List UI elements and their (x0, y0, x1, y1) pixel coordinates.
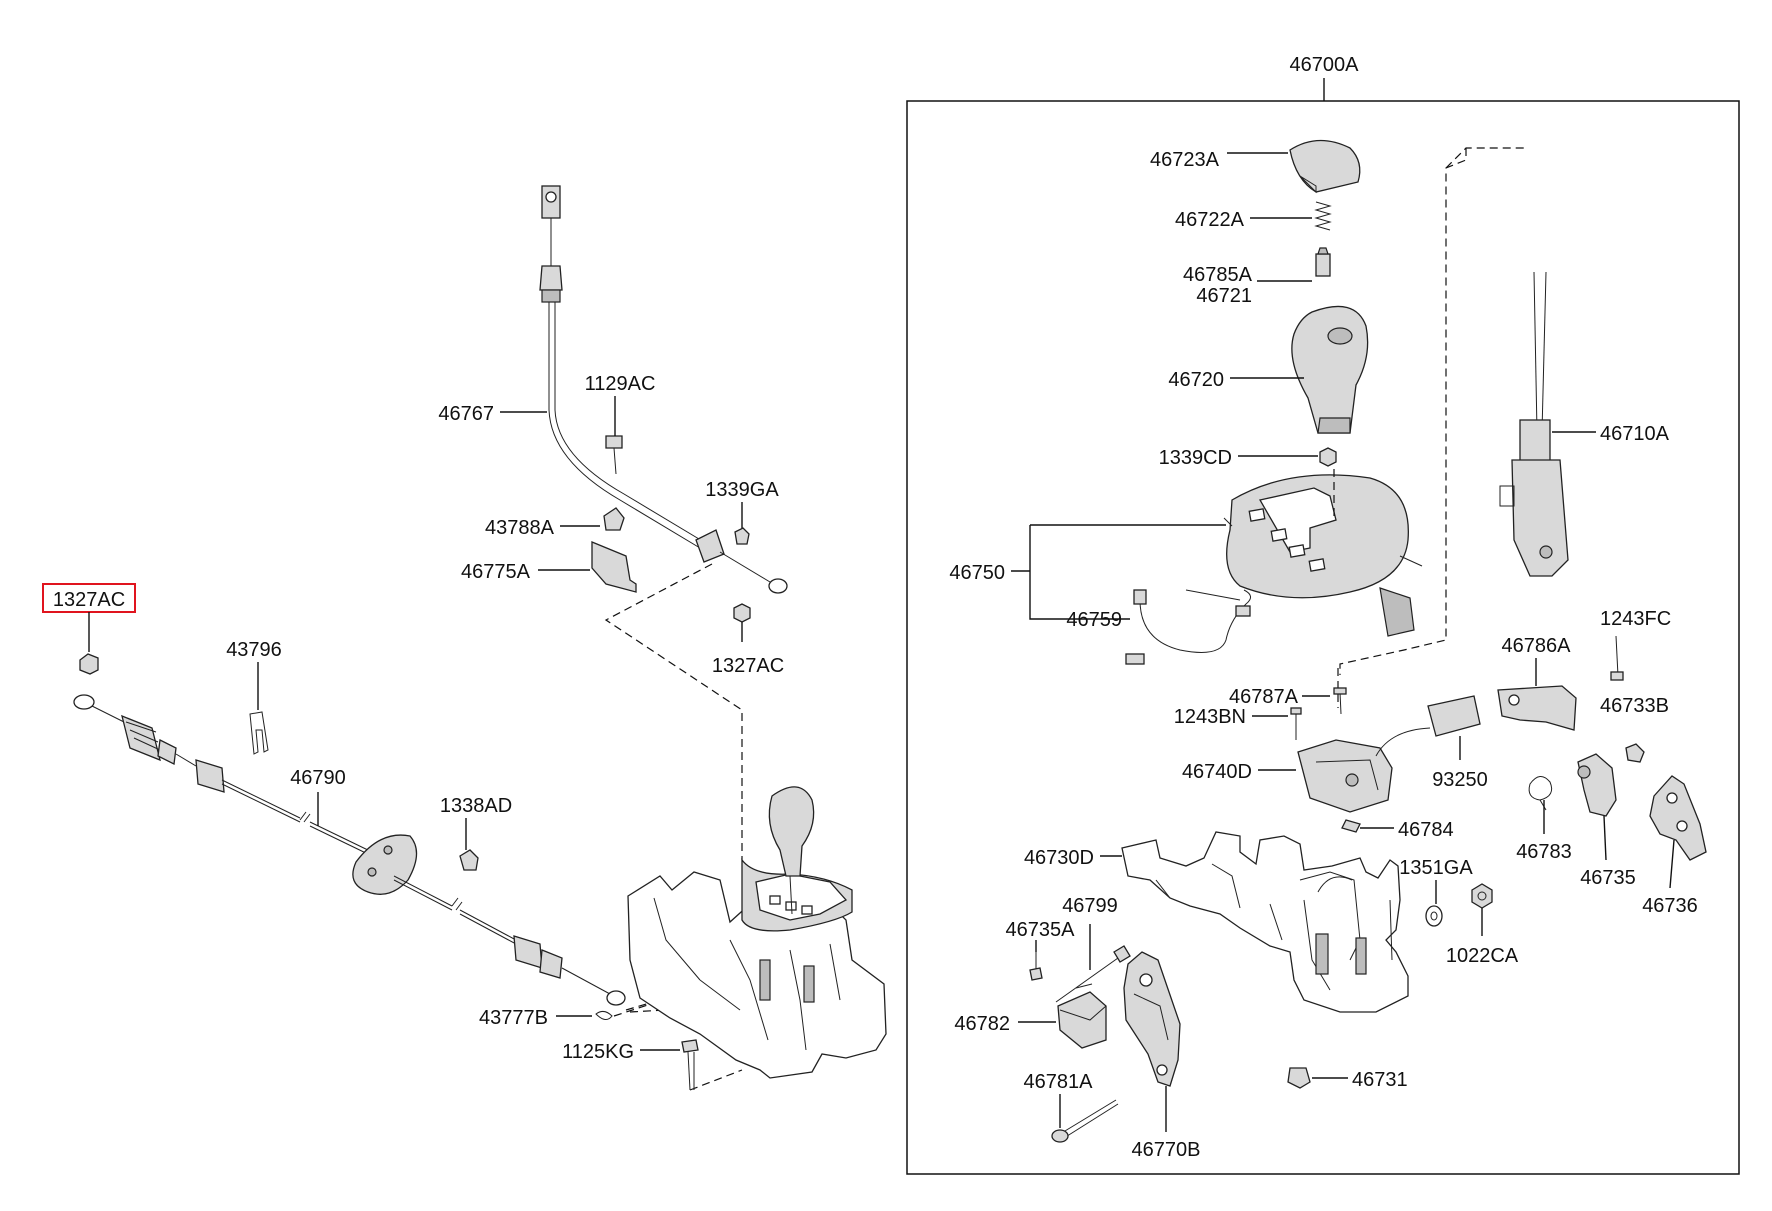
label-1022CA[interactable]: 1022CA (1446, 945, 1519, 967)
nut-1338AD-part[interactable] (459, 849, 479, 871)
label-46775A[interactable]: 46775A (461, 561, 531, 583)
label-46787A[interactable]: 46787A (1229, 686, 1299, 708)
label-43796[interactable]: 43796 (226, 639, 282, 661)
label-46783[interactable]: 46783 (1516, 841, 1572, 863)
label-46759[interactable]: 46759 (1066, 609, 1122, 631)
shift-knob-part[interactable] (1291, 305, 1369, 434)
bolt-46781A-part[interactable] (1051, 1099, 1119, 1143)
screw-46787A-part[interactable] (1333, 687, 1347, 715)
cam-lever-part[interactable] (1577, 753, 1617, 817)
label-46784[interactable]: 46784 (1398, 819, 1454, 841)
upper-cable-part[interactable] (539, 185, 788, 594)
bolt-1125KG-part[interactable] (681, 1039, 699, 1091)
bolt-1129AC-part[interactable] (605, 435, 623, 475)
nut-1339CD-part[interactable] (1319, 447, 1337, 467)
spring-part[interactable] (1314, 201, 1332, 231)
block-46782-part[interactable] (1057, 991, 1107, 1049)
screw-46733B-part[interactable] (1625, 743, 1645, 763)
cap-46731-part[interactable] (1287, 1067, 1311, 1089)
clip-43788A-part[interactable] (603, 507, 625, 531)
label-46767[interactable]: 46767 (438, 403, 494, 425)
clip-43777B-part[interactable] (595, 1010, 613, 1020)
push-rod-part[interactable] (1315, 247, 1331, 277)
bracket-46786A-part[interactable] (1497, 685, 1577, 731)
lock-lever-part[interactable] (1123, 951, 1181, 1087)
label-46722A[interactable]: 46722A (1175, 209, 1245, 231)
label-46799[interactable]: 46799 (1062, 895, 1118, 917)
washer-1351GA-part[interactable] (1425, 905, 1443, 927)
label-46770B[interactable]: 46770B (1132, 1139, 1201, 1161)
label-46735A[interactable]: 46735A (1006, 919, 1076, 941)
label-46723A[interactable]: 46723A (1150, 149, 1220, 171)
nut-1327AC-upper-part[interactable] (733, 603, 751, 623)
label-46736[interactable]: 46736 (1642, 895, 1698, 917)
label-46731[interactable]: 46731 (1352, 1069, 1408, 1091)
label-46782[interactable]: 46782 (954, 1013, 1010, 1035)
nut-1339GA-part[interactable] (734, 527, 750, 545)
assembly-frame (906, 100, 1740, 1175)
label-43777B[interactable]: 43777B (479, 1007, 548, 1029)
screw-1243FC-part[interactable] (1610, 635, 1624, 681)
label-93250[interactable]: 93250 (1432, 769, 1488, 791)
detent-plate-part[interactable] (1649, 775, 1707, 861)
label-1327AC-upper[interactable]: 1327AC (712, 655, 784, 677)
label-1338AD[interactable]: 1338AD (440, 795, 512, 817)
nut-1327AC-highlighted-part[interactable] (79, 653, 99, 675)
assembled-shifter-part[interactable] (627, 786, 887, 1079)
nut-1022CA-part[interactable] (1471, 883, 1493, 909)
label-46740D[interactable]: 46740D (1182, 761, 1252, 783)
label-1129AC[interactable]: 1129AC (585, 373, 656, 395)
switch-46799-part[interactable] (1055, 945, 1131, 1003)
label-46720[interactable]: 46720 (1168, 369, 1224, 391)
pin-46784-part[interactable] (1341, 819, 1361, 833)
label-46700A[interactable]: 46700A (1290, 54, 1360, 76)
indicator-housing-part[interactable] (1223, 474, 1423, 637)
label-46750[interactable]: 46750 (949, 562, 1005, 584)
label-1351GA[interactable]: 1351GA (1399, 857, 1473, 879)
label-1339CD[interactable]: 1339CD (1159, 447, 1232, 469)
selector-lever-part[interactable] (1499, 271, 1569, 577)
shift-cable-part[interactable] (73, 694, 626, 1006)
label-46735[interactable]: 46735 (1580, 867, 1636, 889)
screw-46735A-part[interactable] (1029, 952, 1043, 981)
label-46733B[interactable]: 46733B (1600, 695, 1669, 717)
label-1125KG[interactable]: 1125KG (562, 1041, 634, 1063)
label-46790[interactable]: 46790 (290, 767, 346, 789)
label-1327AC-highlighted[interactable]: 1327AC (53, 589, 125, 611)
label-1243FC[interactable]: 1243FC (1600, 608, 1671, 630)
label-46785A[interactable]: 46785A (1183, 264, 1253, 286)
label-1339GA[interactable]: 1339GA (705, 479, 779, 501)
label-46721[interactable]: 46721 (1196, 285, 1252, 307)
label-46781A[interactable]: 46781A (1024, 1071, 1094, 1093)
wiring-harness-part[interactable] (1125, 589, 1251, 665)
screw-1243BN-part[interactable] (1290, 707, 1302, 740)
label-46710A[interactable]: 46710A (1600, 423, 1670, 445)
inhibitor-switch-part[interactable] (1297, 695, 1481, 813)
label-46786A[interactable]: 46786A (1502, 635, 1572, 657)
label-1243BN[interactable]: 1243BN (1174, 706, 1246, 728)
torsion-spring-part[interactable] (1528, 776, 1553, 811)
label-46730D[interactable]: 46730D (1024, 847, 1094, 869)
bracket-46775A-part[interactable] (591, 541, 637, 593)
shifter-base-part[interactable] (1121, 831, 1409, 1013)
label-43788A[interactable]: 43788A (485, 517, 555, 539)
clip-43796-part[interactable] (249, 711, 269, 755)
knob-button-part[interactable] (1289, 139, 1361, 194)
